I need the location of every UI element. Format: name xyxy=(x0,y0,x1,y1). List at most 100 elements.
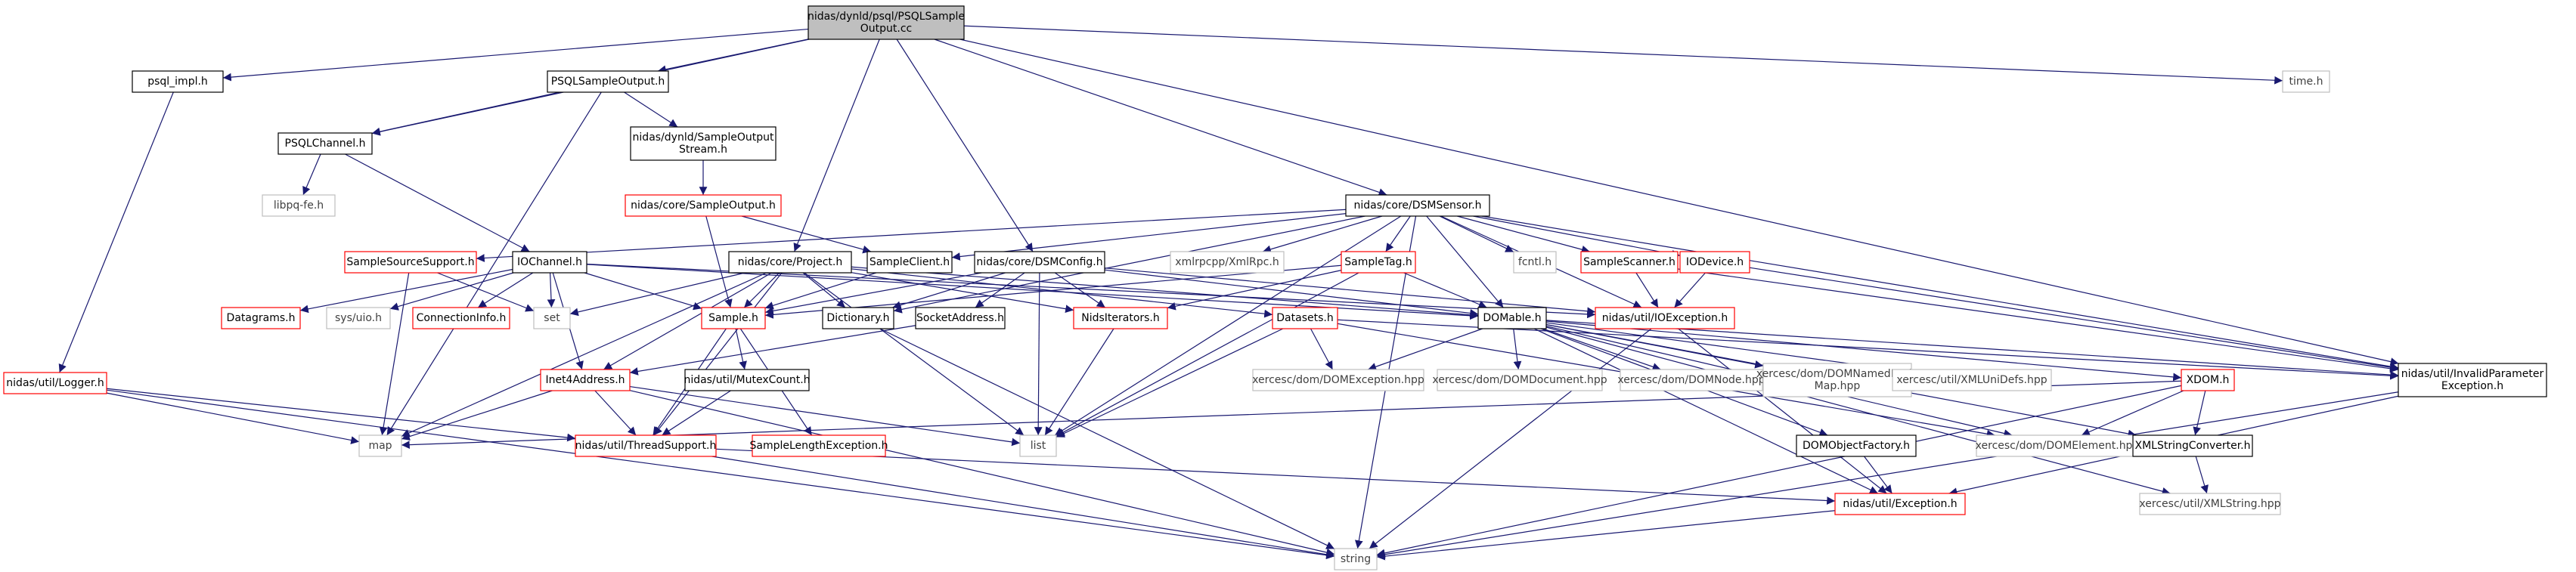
node-label-invalidparam: nidas/util/InvalidParameter xyxy=(2401,368,2544,380)
node-sampletag[interactable]: SampleTag.h xyxy=(1341,251,1416,274)
node-label-sampleoutputstream: nidas/dynld/SampleOutput xyxy=(633,131,774,144)
node-box-nidsiterators xyxy=(1073,307,1168,329)
node-box-sampletag xyxy=(1341,251,1416,274)
node-iochannel[interactable]: IOChannel.h xyxy=(512,251,587,274)
edge-samplesourcesupport-to-map xyxy=(379,272,410,436)
node-label-string: string xyxy=(1341,553,1371,565)
edge-nidsiterators-to-list xyxy=(1044,328,1114,436)
edge-project-to-datasets xyxy=(851,268,1273,318)
node-inet4address[interactable]: Inet4Address.h xyxy=(540,369,631,391)
node-xdom[interactable]: XDOM.h xyxy=(2181,369,2235,391)
node-label-dictionary: Dictionary.h xyxy=(826,312,889,324)
node-box-sample xyxy=(701,307,766,329)
node-label-sampleoutputstream: Stream.h xyxy=(679,144,727,156)
edge-dsmsensor-to-sampletag xyxy=(1385,215,1411,252)
node-sample[interactable]: Sample.h xyxy=(701,307,766,329)
node-domobjectfactory[interactable]: DOMObjectFactory.h xyxy=(1796,434,1917,457)
edge-samplescanner-to-invalidparam xyxy=(1677,268,2399,373)
node-domexception: xercesc/dom/DOMException.hpp xyxy=(1252,369,1424,391)
node-label-list: list xyxy=(1031,440,1046,452)
node-label-time: time.h xyxy=(2289,76,2323,88)
node-exception[interactable]: nidas/util/Exception.h xyxy=(1834,493,1966,515)
node-core_sampleoutput[interactable]: nidas/core/SampleOutput.h xyxy=(625,194,782,217)
edge-dsmsensor-to-iodevice xyxy=(1473,215,1681,258)
node-label-xmlunidefs: xercesc/util/XMLUniDefs.hpp xyxy=(1896,374,2047,386)
edge-invalidparam-to-string xyxy=(1376,391,2399,559)
node-label-threadsupport: nidas/util/ThreadSupport.h xyxy=(575,440,717,452)
edge-psqlsampleoutput-to-psqlchannel xyxy=(371,91,560,136)
node-box-time xyxy=(2282,70,2330,93)
edge-core_sampleoutput-to-sample xyxy=(705,215,733,308)
node-psqlchannel[interactable]: PSQLChannel.h xyxy=(277,132,373,155)
edge-logger-to-string xyxy=(106,389,1335,560)
node-samplescanner[interactable]: SampleScanner.h xyxy=(1580,251,1679,274)
edge-root-to-dsmconfig xyxy=(896,39,1034,252)
node-iodevice[interactable]: IODevice.h xyxy=(1679,251,1750,274)
node-datagrams[interactable]: Datagrams.h xyxy=(221,307,301,329)
node-box-domdocument xyxy=(1437,369,1603,391)
node-label-domelement: xercesc/dom/DOMElement.hpp xyxy=(1976,440,2140,452)
node-label-socketaddress: SocketAddress.h xyxy=(916,312,1004,324)
node-label-xmlrpc: xmlrpcpp/XmlRpc.h xyxy=(1175,256,1279,268)
node-connectioninfo[interactable]: ConnectionInfo.h xyxy=(412,307,510,329)
node-nidsiterators[interactable]: NidsIterators.h xyxy=(1073,307,1168,329)
edge-dsmsensor-to-fcntl xyxy=(1439,215,1514,252)
edge-psqlchannel-to-libpq xyxy=(302,153,321,196)
node-label-logger: nidas/util/Logger.h xyxy=(6,377,104,389)
node-label-xmlstring: xercesc/util/XMLString.hpp xyxy=(2139,498,2280,510)
node-psql_impl[interactable]: psql_impl.h xyxy=(132,70,224,93)
edge-threadsupport-to-string xyxy=(711,456,1335,559)
node-xmlstringconverter[interactable]: XMLStringConverter.h xyxy=(2132,434,2253,457)
edge-samplesourcesupport-to-set xyxy=(437,272,535,312)
node-logger[interactable]: nidas/util/Logger.h xyxy=(3,372,107,394)
node-label-sampleclient: SampleClient.h xyxy=(870,256,950,268)
node-mutexcount[interactable]: nidas/util/MutexCount.h xyxy=(684,369,811,391)
node-box-samplelengthexc xyxy=(752,434,886,457)
edge-sampletag-to-sample xyxy=(764,264,1342,319)
node-label-sample: Sample.h xyxy=(708,312,758,324)
edge-threadsupport-to-exception xyxy=(715,448,1836,505)
edge-dsmconfig-to-dictionary xyxy=(892,272,1006,309)
node-dsmconfig[interactable]: nidas/core/DSMConfig.h xyxy=(974,251,1105,274)
node-domable[interactable]: DOMable.h xyxy=(1477,307,1547,329)
node-box-dictionary xyxy=(822,307,894,329)
edge-project-to-sample xyxy=(743,272,780,308)
edge-dsmsensor-to-dictionary xyxy=(893,215,1365,314)
node-datasets[interactable]: Datasets.h xyxy=(1272,307,1338,329)
node-dsmsensor[interactable]: nidas/core/DSMSensor.h xyxy=(1345,194,1490,217)
header-nodes: nidas/dynld/psql/PSQLSampleOutput.cc psql… xyxy=(3,5,2547,570)
node-xmlstring: xercesc/util/XMLString.hpp xyxy=(2139,493,2281,515)
node-threadsupport[interactable]: nidas/util/ThreadSupport.h xyxy=(575,434,717,457)
node-psqlsampleoutput[interactable]: PSQLSampleOutput.h xyxy=(547,70,669,93)
node-label-mutexcount: nidas/util/MutexCount.h xyxy=(684,374,810,386)
node-box-datagrams xyxy=(221,307,301,329)
node-sysuio: sys/uio.h xyxy=(326,307,391,329)
node-box-domelement xyxy=(1976,434,2139,457)
node-root[interactable]: nidas/dynld/psql/PSQLSampleOutput.cc xyxy=(808,5,965,40)
node-sampleclient[interactable]: SampleClient.h xyxy=(866,251,953,274)
edge-ioexception-to-string xyxy=(1369,328,1652,549)
edge-dsmconfig-to-nidsiterators xyxy=(1054,272,1106,308)
edge-dsmsensor-to-samplescanner xyxy=(1457,215,1590,254)
edge-domable-to-domnode xyxy=(1542,328,1661,371)
node-box-core_sampleoutput xyxy=(625,194,782,217)
edge-xmlstringconverter-to-xmlstring xyxy=(2195,456,2209,494)
edge-sampleclient-to-sample xyxy=(764,272,877,310)
node-project[interactable]: nidas/core/Project.h xyxy=(728,251,852,274)
node-label-xmlstringconverter: XMLStringConverter.h xyxy=(2134,440,2250,452)
node-samplesourcesupport[interactable]: SampleSourceSupport.h xyxy=(344,251,477,274)
node-ioexception[interactable]: nidas/util/IOException.h xyxy=(1595,307,1735,329)
node-socketaddress[interactable]: SocketAddress.h xyxy=(915,307,1006,329)
node-dictionary[interactable]: Dictionary.h xyxy=(822,307,894,329)
edge-inet4address-to-threadsupport xyxy=(594,390,637,436)
node-xmlunidefs: xercesc/util/XMLUniDefs.hpp xyxy=(1892,369,2052,391)
edge-project-to-set xyxy=(569,272,746,317)
edge-project-to-nidsiterators xyxy=(851,272,1074,314)
node-samplelengthexc[interactable]: SampleLengthException.h xyxy=(749,434,888,457)
edge-root-to-psql_impl xyxy=(222,28,809,82)
edge-socketaddress-to-inet4address xyxy=(629,325,916,376)
node-label-sampletag: SampleTag.h xyxy=(1344,256,1412,268)
